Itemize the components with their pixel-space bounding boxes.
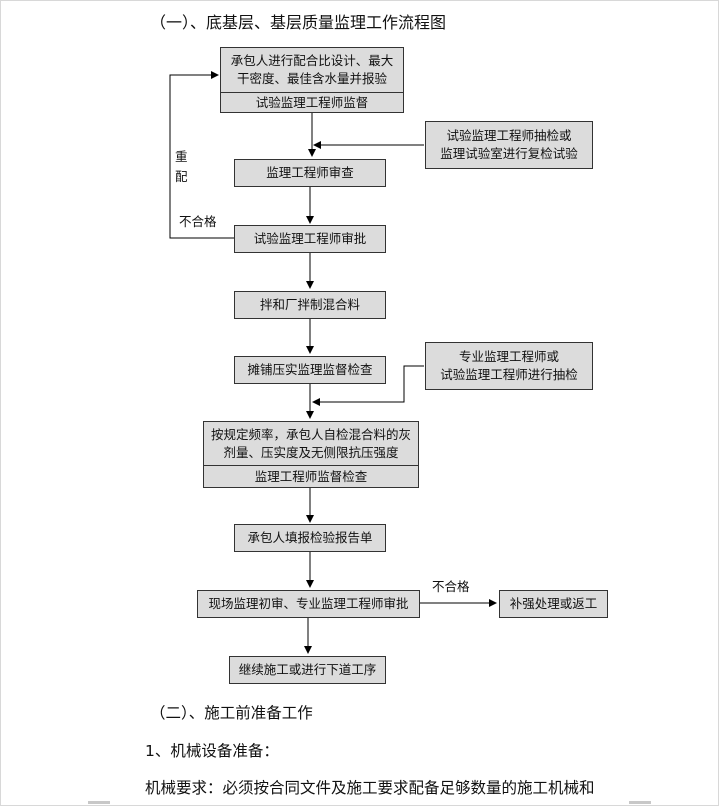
side2-connector [312,365,424,406]
step-self-check-box: 按规定频率，承包人自检混合料的灰 剂量、压实度及无侧限抗压强度 监理工程师监督检… [203,421,419,488]
step-paving-inspection-label: 摊铺压实监理监督检查 [247,362,373,377]
section-heading-prep: （二）、施工前准备工作 [150,704,313,722]
step-paving-inspection-box: 摊铺压实监理监督检查 [234,356,386,384]
step-continue-box: 继续施工或进行下道工序 [229,656,386,684]
step-self-check-line2: 剂量、压实度及无侧限抗压强度 [223,444,399,460]
side-recheck-line2: 监理试验室进行复检试验 [440,146,578,161]
step-rework-box: 补强处理或返工 [499,590,608,618]
step-self-check-supervision: 监理工程师监督检查 [254,468,368,484]
step-engineer-review-box: 监理工程师审查 [234,159,386,187]
side-recheck-line1: 试验监理工程师抽检或 [446,128,572,143]
step-field-approval-label: 现场监理初审、专业监理工程师审批 [208,596,409,611]
paragraph-equipment-requirement: 机械要求：必须按合同文件及施工要求配备足够数量的施工机械和 [145,779,595,797]
step-report-label: 承包人填报检验报告单 [247,530,373,545]
step-mixing-plant-box: 拌和厂拌制混合料 [234,291,386,319]
fail-label-approval: 不合格 [179,214,217,229]
loop-label-pei: 配 [175,169,188,184]
step-mix-design-line2: 干密度、最佳含水量并报验 [236,71,387,87]
flowchart-title: （一）、底基层、基层质量监理工作流程图 [150,13,447,32]
step-report-box: 承包人填报检验报告单 [234,524,386,552]
side-spot-check-line2: 试验监理工程师进行抽检 [440,367,578,382]
subsection-heading-equipment: 1、机械设备准备： [145,742,279,760]
step-rework-label: 补强处理或返工 [509,596,598,611]
step-test-approval-box: 试验监理工程师审批 [234,225,386,253]
step-mix-design-box: 承包人进行配合比设计、最大 干密度、最佳含水量并报验 试验监理工程师监督 [220,47,404,113]
step-mix-design-line1: 承包人进行配合比设计、最大 [230,53,394,69]
step-test-approval-label: 试验监理工程师审批 [253,231,367,246]
loop-reconfigure-line [169,71,234,239]
page-footer-mark-left [88,801,110,804]
side-recheck-box: 试验监理工程师抽检或 监理试验室进行复检试验 [425,121,593,169]
step-self-check-line1: 按规定频率，承包人自检混合料的灰 [210,426,411,442]
step-continue-label: 继续施工或进行下道工序 [238,662,377,677]
step-engineer-review-label: 监理工程师审查 [266,165,354,180]
side-spot-check-box: 专业监理工程师或 试验监理工程师进行抽检 [425,342,593,390]
step-field-approval-box: 现场监理初审、专业监理工程师审批 [197,590,420,618]
step-mixing-plant-label: 拌和厂拌制混合料 [259,297,360,312]
fail-label-field: 不合格 [432,579,470,594]
step-mix-design-supervision: 试验监理工程师监督 [255,94,369,110]
side-spot-check-line1: 专业监理工程师或 [458,349,559,364]
loop-label-chong: 重 [175,149,188,164]
page-footer-mark-right [629,801,651,804]
